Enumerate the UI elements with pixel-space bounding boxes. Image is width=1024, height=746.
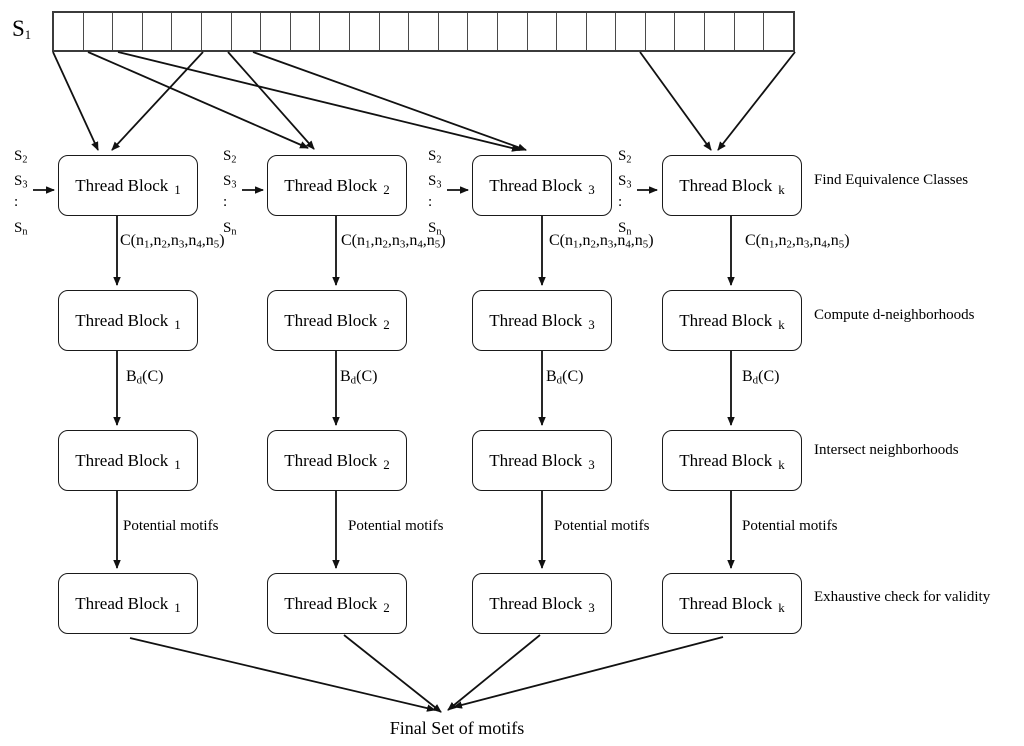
edge-label-c-2: C(n1,n2,n3,n4,n5): [341, 232, 446, 251]
stack-s2: S2: [428, 148, 442, 166]
edge-label-potential-k: Potential motifs: [742, 518, 838, 534]
sequence-bar-cell: [84, 13, 114, 50]
sequence-bar-cell: [557, 13, 587, 50]
final-merge-arrows: [129, 634, 724, 713]
edge-label-potential-2: Potential motifs: [348, 518, 444, 534]
stage-label-compute-d-neighborhoods: Compute d-neighborhoods: [814, 307, 975, 323]
column-connectors: [113, 216, 735, 569]
edge-label-c-3: C(n1,n2,n3,n4,n5): [549, 232, 654, 251]
sequence-bar-cell: [616, 13, 646, 50]
edge-label-b-2: Bd(C): [340, 368, 378, 387]
sequence-stack-1: S2 S3 : Sn: [14, 146, 27, 243]
sequence-bar-cell: [202, 13, 232, 50]
sequence-bar-cell: [350, 13, 380, 50]
edge-label-b-3: Bd(C): [546, 368, 584, 387]
stack-s3: S3: [618, 172, 632, 191]
sequence-bar-cell: [113, 13, 143, 50]
edge-label-potential-3: Potential motifs: [554, 518, 650, 534]
sequence-bar-cell: [587, 13, 617, 50]
stack-sn: Sn: [223, 220, 237, 238]
stage-label-exhaustive-check: Exhaustive check for validity: [814, 589, 991, 605]
sequence-bar-cell: [291, 13, 321, 50]
stack-sn: Sn: [428, 220, 442, 238]
edge-label-c-1: C(n1,n2,n3,n4,n5): [120, 232, 225, 251]
sequence-bar-cell: [498, 13, 528, 50]
stack-ellipsis: :: [14, 194, 19, 211]
stage-label-find-equivalence-classes: Find Equivalence Classes: [814, 172, 969, 188]
sequence-bar-cell: [705, 13, 735, 50]
sequence-bar-cell: [143, 13, 173, 50]
sequence-s1-label: S1: [12, 16, 32, 43]
sequence-bar-cell: [528, 13, 558, 50]
edge-label-potential-1: Potential motifs: [123, 518, 219, 534]
sequence-bar-cell: [646, 13, 676, 50]
final-set-of-motifs-label: Final Set of motifs: [389, 718, 525, 738]
stack-ellipsis: :: [223, 194, 228, 211]
sequence-bar-cell: [54, 13, 84, 50]
stack-s2: S2: [223, 148, 237, 166]
edge-label-b-1: Bd(C): [126, 368, 164, 387]
sequence-bar-cell: [320, 13, 350, 50]
sequence-bar-cell: [675, 13, 706, 50]
stack-s3: S3: [14, 172, 28, 191]
stack-ellipsis: :: [428, 194, 433, 211]
edge-label-c-k: C(n1,n2,n3,n4,n5): [745, 232, 850, 251]
sequence-bar-cell: [380, 13, 410, 50]
stack-sn: Sn: [14, 220, 28, 238]
sequence-bar-cell: [735, 13, 765, 50]
bar-to-block-arrows: [52, 51, 796, 152]
edge-label-b-k: Bd(C): [742, 368, 780, 387]
sequence-bar-cell: [261, 13, 291, 50]
stack-s2: S2: [14, 148, 28, 166]
sequence-bar-cell: [409, 13, 439, 50]
stack-s3: S3: [428, 172, 442, 191]
sequence-bar-cell: [439, 13, 469, 50]
stack-ellipsis: :: [618, 194, 623, 211]
stack-s3: S3: [223, 172, 237, 191]
stack-sn: Sn: [618, 220, 632, 238]
sequence-bar: [52, 11, 795, 52]
sequence-stack-3: S2 S3 : Sn: [428, 146, 441, 243]
sequence-stack-2: S2 S3 : Sn: [223, 146, 236, 243]
sequence-stack-k: S2 S3 : Sn: [618, 146, 631, 243]
sequence-bar-cell: [232, 13, 262, 50]
sequence-bar-cell: [468, 13, 498, 50]
stage-label-intersect-neighborhoods: Intersect neighborhoods: [814, 442, 959, 458]
stack-s2: S2: [618, 148, 632, 166]
sequence-bar-cell: [172, 13, 202, 50]
